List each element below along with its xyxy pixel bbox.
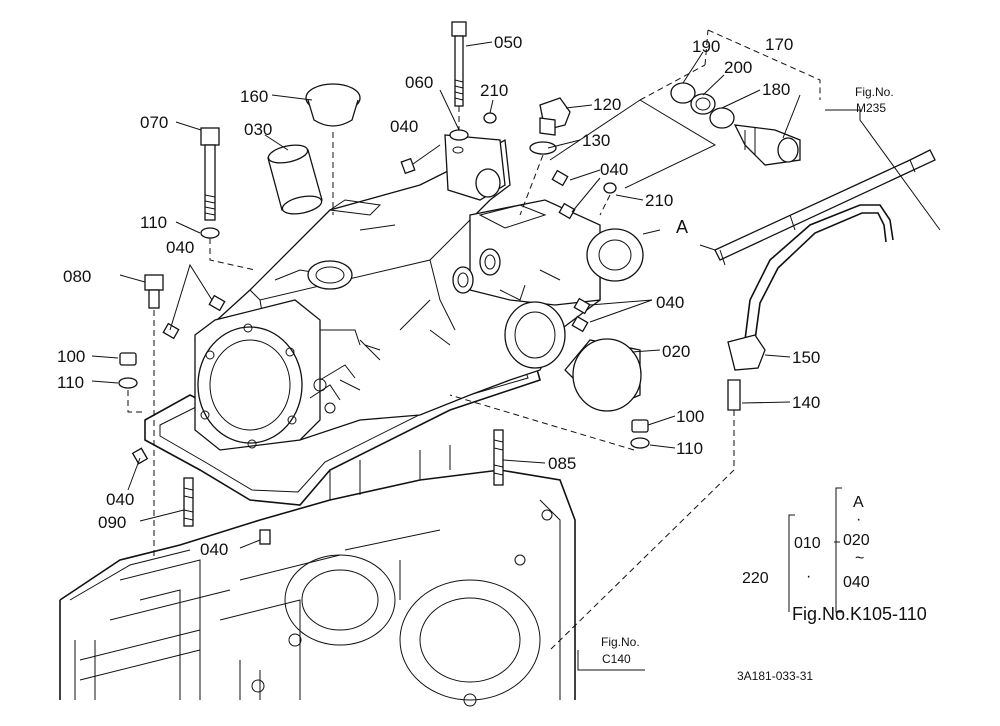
plug-210b bbox=[603, 182, 617, 194]
legend-040: 040 bbox=[843, 574, 870, 591]
pipe-150 bbox=[549, 204, 894, 651]
bushing-020 bbox=[564, 338, 642, 412]
bolt-080 bbox=[144, 274, 164, 560]
callout-085: 085 bbox=[548, 454, 576, 473]
callout-070: 070 bbox=[140, 113, 168, 132]
ref-m235-line1: Fig.No. bbox=[855, 85, 894, 99]
bushing-030 bbox=[267, 144, 323, 215]
callout-040-left: 040 bbox=[166, 238, 194, 257]
callout-110-top: 110 bbox=[140, 213, 167, 232]
callouts: 050 060 210 120 130 190 170 200 180 160 … bbox=[57, 33, 820, 559]
callout-050: 050 bbox=[494, 33, 522, 52]
plug-210a bbox=[483, 112, 497, 124]
legend-fig-ref: Fig.No.K105-110 bbox=[792, 604, 927, 624]
legend-220: 220 bbox=[742, 570, 769, 587]
fitting-120 bbox=[529, 97, 571, 155]
washer-060 bbox=[449, 129, 469, 141]
callout-040-right: 040 bbox=[656, 293, 684, 312]
callout-140: 140 bbox=[792, 393, 820, 412]
legend-tilde: ~ bbox=[855, 550, 864, 567]
legend-020: 020 bbox=[843, 532, 870, 549]
callout-150: 150 bbox=[792, 348, 820, 367]
callout-160: 160 bbox=[240, 87, 268, 106]
set-legend: A · 010 020 ~ 040 220 · Fig.No.K105-110 bbox=[742, 487, 927, 624]
callout-120: 120 bbox=[593, 95, 621, 114]
nut-100-right bbox=[449, 394, 650, 451]
transmission-case bbox=[59, 440, 576, 707]
callout-210-right: 210 bbox=[645, 191, 673, 210]
callout-100-left: 100 bbox=[57, 347, 85, 366]
callout-040-bottom: 040 bbox=[200, 540, 228, 559]
callout-080: 080 bbox=[63, 267, 91, 286]
bolt-070 bbox=[200, 127, 220, 221]
nut-100-left bbox=[118, 352, 143, 413]
cylinder-housing bbox=[144, 134, 644, 506]
leader-lines bbox=[91, 41, 801, 549]
callout-060: 060 bbox=[405, 73, 433, 92]
callout-030: 030 bbox=[244, 120, 272, 139]
lift-rod bbox=[699, 149, 936, 266]
callout-130: 130 bbox=[582, 131, 610, 150]
legend-dot-left: · bbox=[806, 568, 811, 585]
ref-c140: Fig.No. C140 bbox=[577, 635, 645, 671]
drawing-code: 3A181-033-31 bbox=[737, 669, 813, 683]
ref-c140-line2: C140 bbox=[602, 652, 631, 666]
stud-085 bbox=[493, 429, 504, 486]
valve-assembly-170 bbox=[639, 29, 821, 166]
bolt-050 bbox=[451, 21, 467, 135]
callout-110-right: 110 bbox=[676, 439, 703, 458]
callout-190: 190 bbox=[692, 37, 720, 56]
callout-040-top: 040 bbox=[390, 117, 418, 136]
callout-100-right: 100 bbox=[676, 407, 704, 426]
callout-210-top: 210 bbox=[480, 81, 508, 100]
callout-020: 020 bbox=[662, 342, 690, 361]
callout-110-left: 110 bbox=[57, 373, 84, 392]
legend-dot-top: · bbox=[856, 511, 861, 528]
legend-010: 010 bbox=[794, 535, 821, 552]
stud-090 bbox=[183, 477, 194, 527]
callout-040-upper-right: 040 bbox=[600, 160, 628, 179]
legend-A: A bbox=[853, 494, 864, 511]
callout-A: A bbox=[676, 217, 688, 237]
ref-c140-line1: Fig.No. bbox=[601, 635, 640, 649]
washer-110a bbox=[200, 227, 220, 239]
setscrews-040 bbox=[131, 157, 591, 545]
callout-170: 170 bbox=[765, 35, 793, 54]
callout-200: 200 bbox=[724, 58, 752, 77]
ref-m235-line2: M235 bbox=[856, 101, 886, 115]
plug-160 bbox=[305, 83, 361, 127]
callout-180: 180 bbox=[762, 80, 790, 99]
ref-m235: Fig.No. M235 bbox=[855, 85, 894, 115]
callout-090: 090 bbox=[98, 513, 126, 532]
leader-170-body bbox=[624, 99, 717, 189]
callout-040-bottom-left: 040 bbox=[106, 490, 134, 509]
